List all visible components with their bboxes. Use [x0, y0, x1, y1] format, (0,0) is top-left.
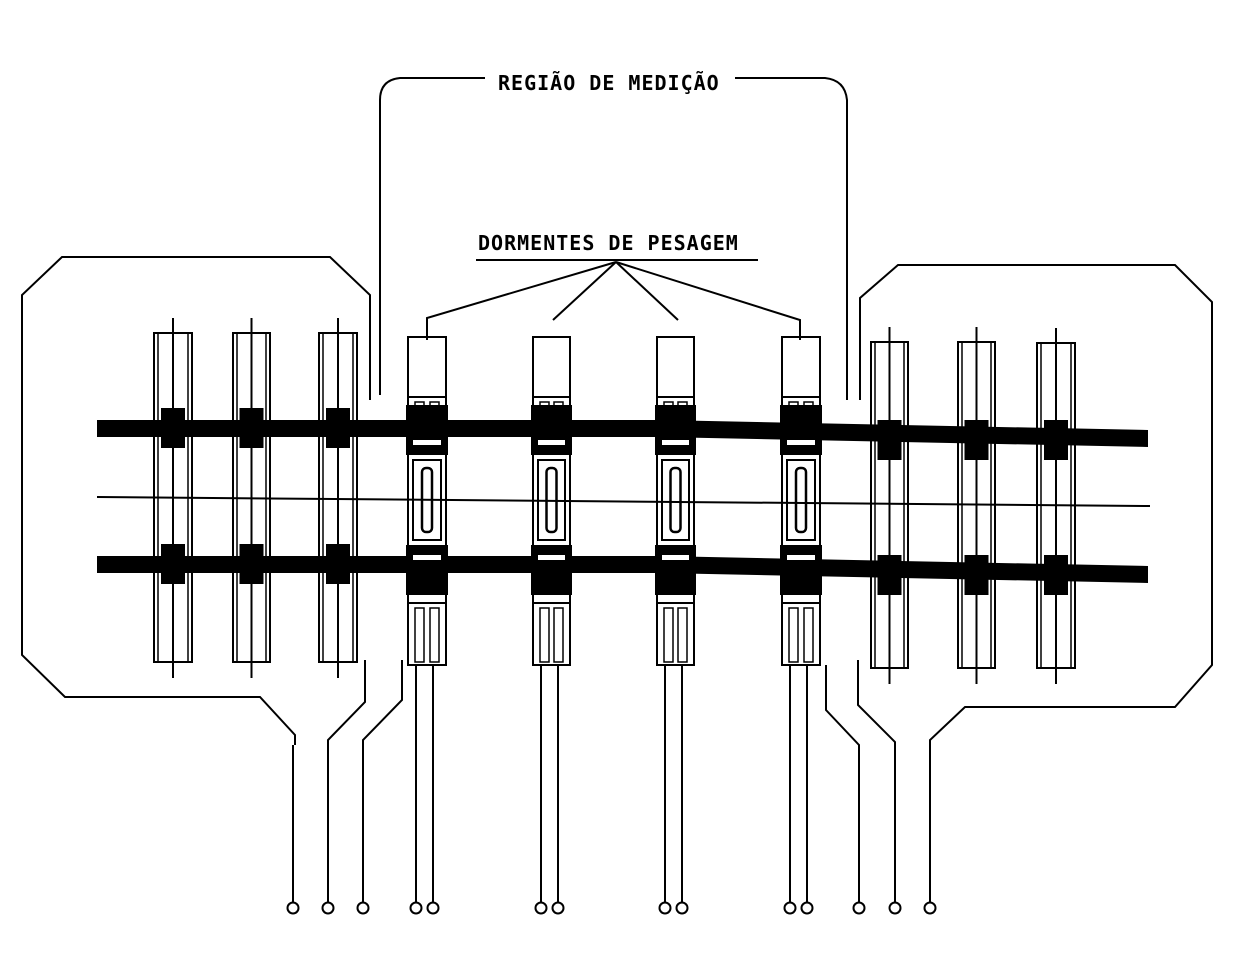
terminal [409, 901, 423, 915]
clamp-gap [662, 440, 689, 445]
measurement-region-label: REGIÃO DE MEDIÇÃO [498, 71, 720, 95]
rail-fastening [326, 544, 350, 584]
weighing-clamp [531, 405, 572, 455]
weighing-sleeper [781, 336, 821, 666]
terminal [551, 901, 565, 915]
fastenings [161, 405, 1068, 595]
rail-fastening [877, 555, 902, 595]
weighing-sleepers-label: DORMENTES DE PESAGEM [478, 231, 739, 255]
clamp-gap [662, 555, 689, 560]
rail-fastening [239, 408, 264, 448]
rail-fastening [161, 544, 185, 584]
clamp-gap [787, 440, 815, 445]
right-enclosure-outline [859, 264, 1213, 745]
weighing-sleepers-leaders [426, 261, 801, 340]
terminals [286, 901, 937, 915]
strain-gauge [429, 607, 440, 663]
weighing-clamp [655, 545, 696, 595]
weighing-clamp [780, 545, 822, 595]
terminal [923, 901, 937, 915]
weighing-clamp [406, 405, 448, 455]
cables [292, 660, 931, 902]
track-centerline [96, 496, 1151, 507]
strain-gauge [663, 607, 674, 663]
terminal [356, 901, 370, 915]
terminal [675, 901, 689, 915]
clamp-gap [538, 440, 565, 445]
rail-fastening [964, 420, 989, 460]
strain-gauge [553, 607, 564, 663]
load-cell [669, 466, 682, 534]
terminal [888, 901, 902, 915]
normal-sleeper [318, 318, 358, 678]
clamp-gap [787, 555, 815, 560]
load-cell-frame [786, 459, 816, 541]
terminal [426, 901, 440, 915]
normal-sleeper [870, 327, 909, 684]
load-cell-frame [661, 459, 690, 541]
cable [327, 660, 366, 902]
rail-fastening [239, 544, 264, 584]
cable [857, 660, 896, 902]
rail-fastening [877, 420, 902, 460]
terminal [658, 901, 672, 915]
cable [362, 660, 403, 902]
clamp-gap [538, 555, 565, 560]
weighing-sleeper [407, 336, 447, 666]
terminal [852, 901, 866, 915]
strain-gauge [677, 607, 688, 663]
rail-fastening [326, 408, 350, 448]
measurement-region-bracket [379, 77, 848, 400]
load-cell [794, 466, 808, 534]
rail-fastening [1044, 555, 1068, 595]
cable [825, 665, 860, 902]
terminal [286, 901, 300, 915]
weighing-clamp [406, 545, 448, 595]
strain-gauge [803, 607, 814, 663]
weighing-clamp [655, 405, 696, 455]
rail-fastening [161, 408, 185, 448]
terminal [800, 901, 814, 915]
strain-gauge [539, 607, 550, 663]
strain-gauge [788, 607, 799, 663]
rail-fastening [1044, 420, 1068, 460]
left-enclosure-outline [21, 256, 371, 745]
clamp-gap [413, 440, 441, 445]
terminal [534, 901, 548, 915]
weighing-clamp [531, 545, 572, 595]
rail-fastening [964, 555, 989, 595]
strain-gauge [414, 607, 425, 663]
terminal [321, 901, 335, 915]
terminal [783, 901, 797, 915]
weighing-clamp [780, 405, 822, 455]
clamp-gap [413, 555, 441, 560]
